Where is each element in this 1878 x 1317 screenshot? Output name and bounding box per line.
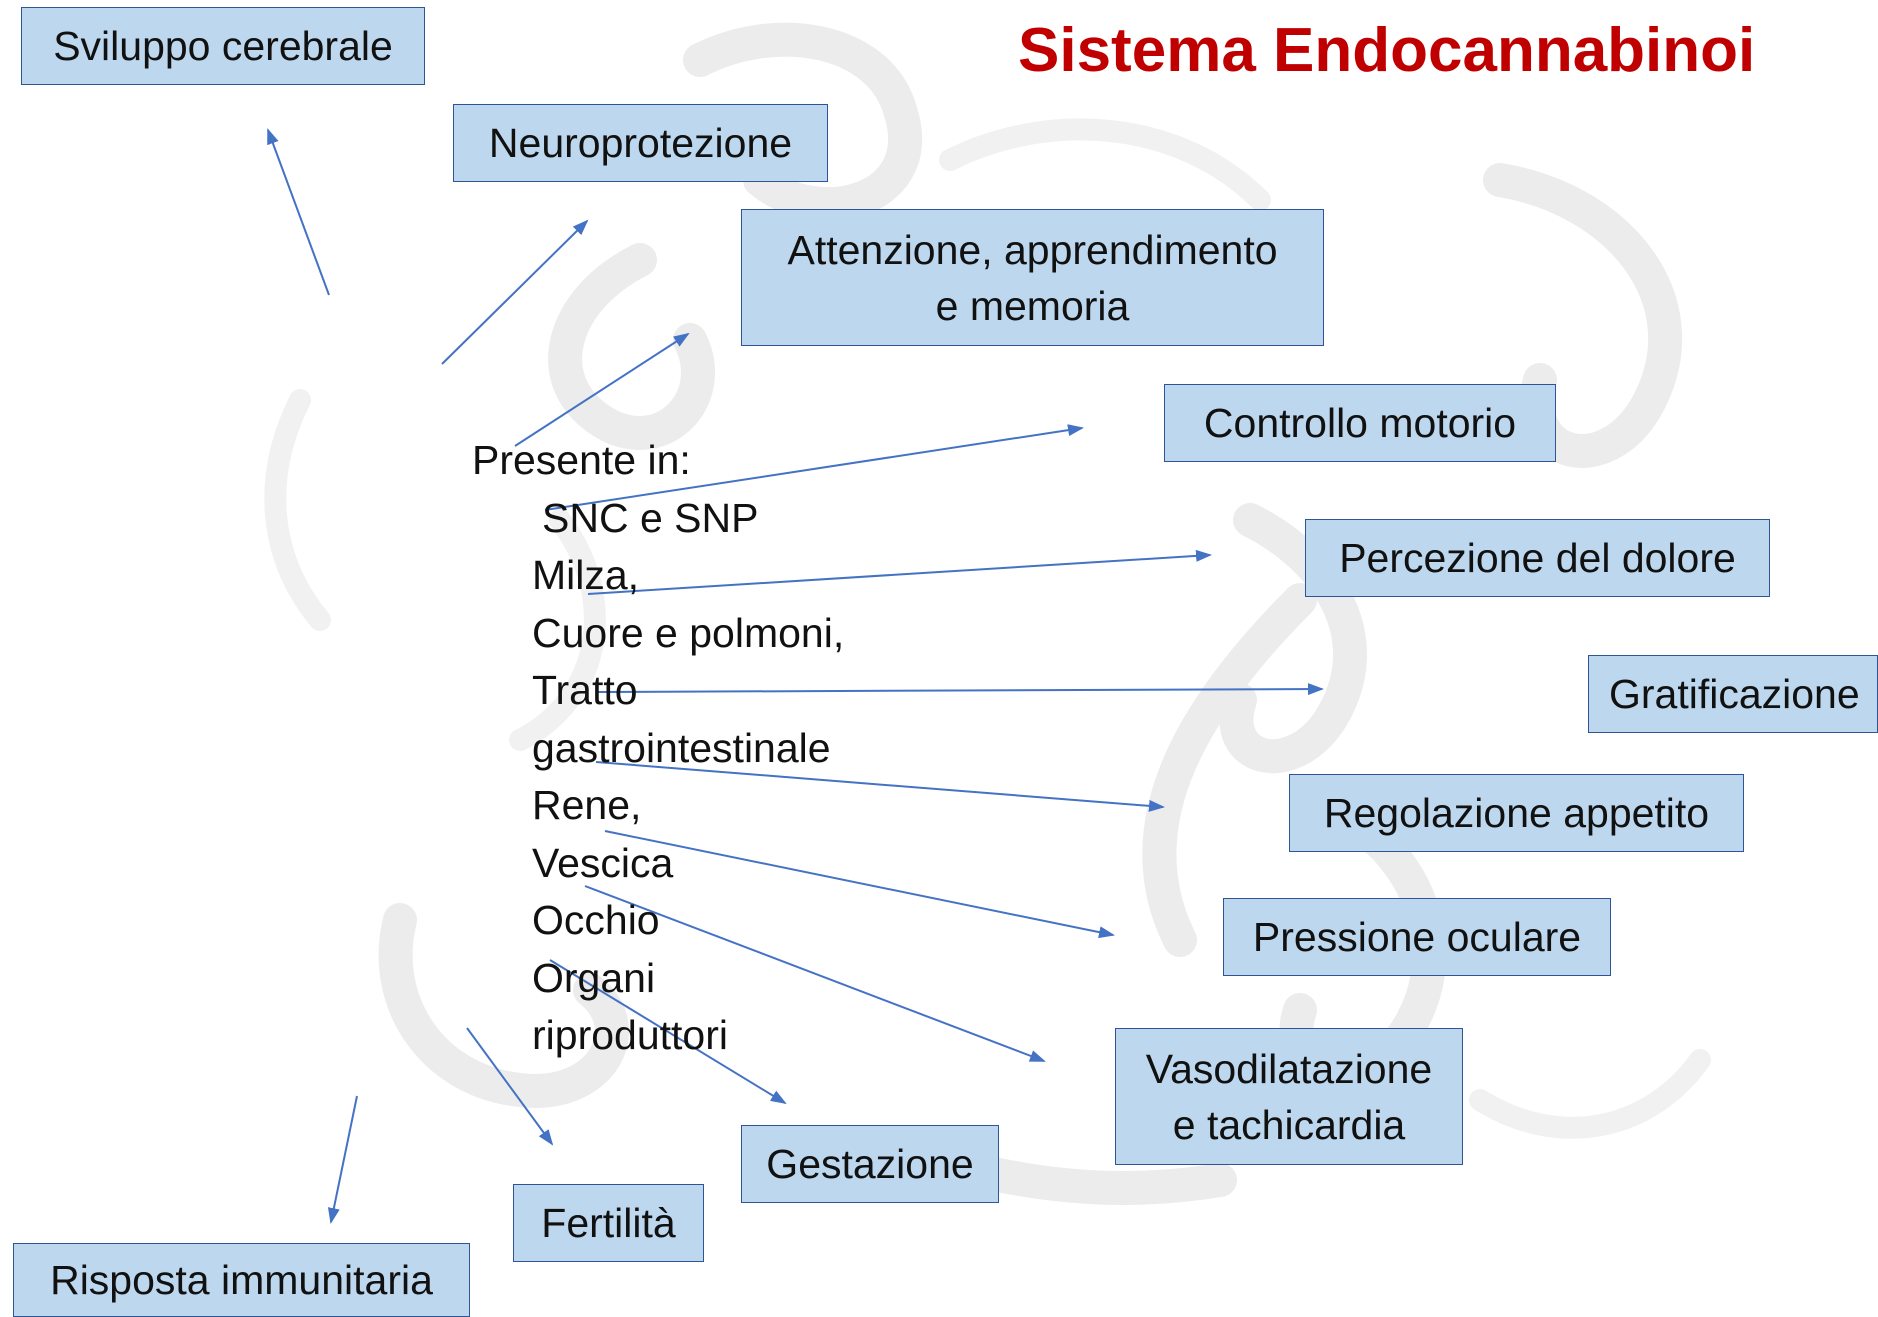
organ-item: Tratto — [532, 667, 638, 713]
box-label: Pressione oculare — [1252, 914, 1582, 960]
box-label: Neuroprotezione — [488, 120, 793, 166]
organ-item: gastrointestinale — [532, 724, 831, 771]
box-label: Percezione del dolore — [1339, 535, 1736, 581]
box-label: Risposta immunitaria — [50, 1257, 433, 1303]
box-label: Gratificazione — [1609, 671, 1860, 717]
diagram-title: Sistema Endocannabinoi — [1018, 16, 1756, 85]
box-attenzione-memoria: Attenzione, apprendimento e memoria — [741, 209, 1324, 346]
box-controllo-motorio: Controllo motorio — [1164, 384, 1556, 462]
center-heading: Presente in: — [472, 437, 691, 483]
box-neuroprotezione: Neuroprotezione — [453, 104, 828, 182]
box-gestazione: Gestazione — [741, 1125, 999, 1203]
center-organs-list: Presente in: SNC e SNP Milza, Cuore e po… — [472, 432, 844, 1065]
box-vasodilatazione: Vasodilatazione e tachicardia — [1115, 1028, 1463, 1165]
organ-item: Vescica — [532, 839, 674, 886]
organ-item: Rene, — [532, 782, 642, 828]
box-gratificazione: Gratificazione — [1588, 655, 1878, 733]
box-label-line1: Vasodilatazione — [1145, 1045, 1433, 1092]
box-regolazione-appetito: Regolazione appetito — [1289, 774, 1744, 852]
box-percezione-dolore: Percezione del dolore — [1305, 519, 1770, 597]
box-label-line2: e memoria — [935, 282, 1130, 329]
organ-item: Cuore e polmoni, — [532, 609, 845, 656]
box-label: Controllo motorio — [1203, 400, 1517, 446]
box-sviluppo-cerebrale: Sviluppo cerebrale — [21, 7, 425, 85]
box-risposta-immunitaria: Risposta immunitaria — [13, 1243, 470, 1317]
box-pressione-oculare: Pressione oculare — [1223, 898, 1611, 976]
box-label-line1: Attenzione, apprendimento — [787, 226, 1278, 273]
organ-item: Occhio — [532, 897, 660, 943]
box-label: Gestazione — [766, 1141, 974, 1187]
organ-item: riproduttori — [532, 1012, 728, 1058]
organ-item: SNC e SNP — [542, 494, 759, 541]
box-label: Regolazione appetito — [1323, 790, 1710, 836]
box-label: Fertilità — [541, 1200, 676, 1246]
box-label: Sviluppo cerebrale — [53, 23, 393, 69]
organ-item: Milza, — [532, 552, 640, 598]
box-label-line2: e tachicardia — [1172, 1101, 1406, 1148]
organ-item: Organi — [532, 954, 656, 1001]
box-fertilita: Fertilità — [513, 1184, 704, 1262]
